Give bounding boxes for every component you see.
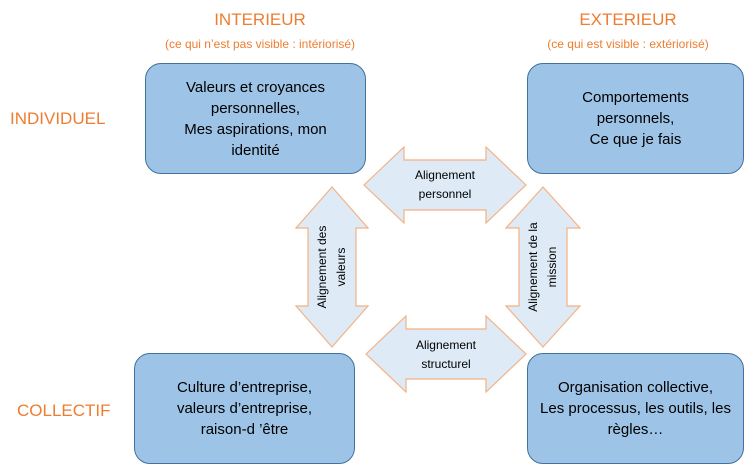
box-collectif-interieur: Culture d’entreprise, valeurs d’entrepri… bbox=[134, 353, 355, 464]
arrow-alignement-structurel bbox=[365, 314, 527, 394]
exterior-title: EXTERIEUR bbox=[579, 10, 677, 29]
exterior-header: EXTERIEUR (ce qui est visible : extérior… bbox=[510, 10, 746, 52]
label-alignement-mission: Alignement de la mission bbox=[526, 222, 559, 312]
box-individuel-exterieur: Comportements personnels, Ce que je fais bbox=[527, 63, 744, 174]
exterior-subtitle: (ce qui est visible : extériorisé) bbox=[547, 37, 709, 51]
interior-title: INTERIEUR bbox=[214, 10, 306, 29]
row-label-individual: INDIVIDUEL bbox=[10, 109, 106, 128]
row-label-collective: COLLECTIF bbox=[17, 401, 111, 420]
label-alignement-valeurs: Alignement des valeurs bbox=[315, 225, 348, 309]
label-alignement-personnel: Alignement personnel bbox=[414, 168, 476, 201]
interior-subtitle: (ce qui n’est pas visible : intériorisé) bbox=[164, 37, 356, 51]
box-collectif-exterieur: Organisation collective, Les processus, … bbox=[527, 353, 744, 464]
box-individuel-interieur: Valeurs et croyances personnelles, Mes a… bbox=[145, 63, 366, 174]
arrow-alignement-mission bbox=[504, 186, 582, 348]
interior-header: INTERIEUR (ce qui n’est pas visible : in… bbox=[100, 10, 420, 52]
arrow-alignement-valeurs bbox=[294, 186, 370, 348]
arrow-alignement-personnel bbox=[363, 145, 527, 225]
label-alignement-structurel: Alignement structurel bbox=[415, 338, 477, 371]
